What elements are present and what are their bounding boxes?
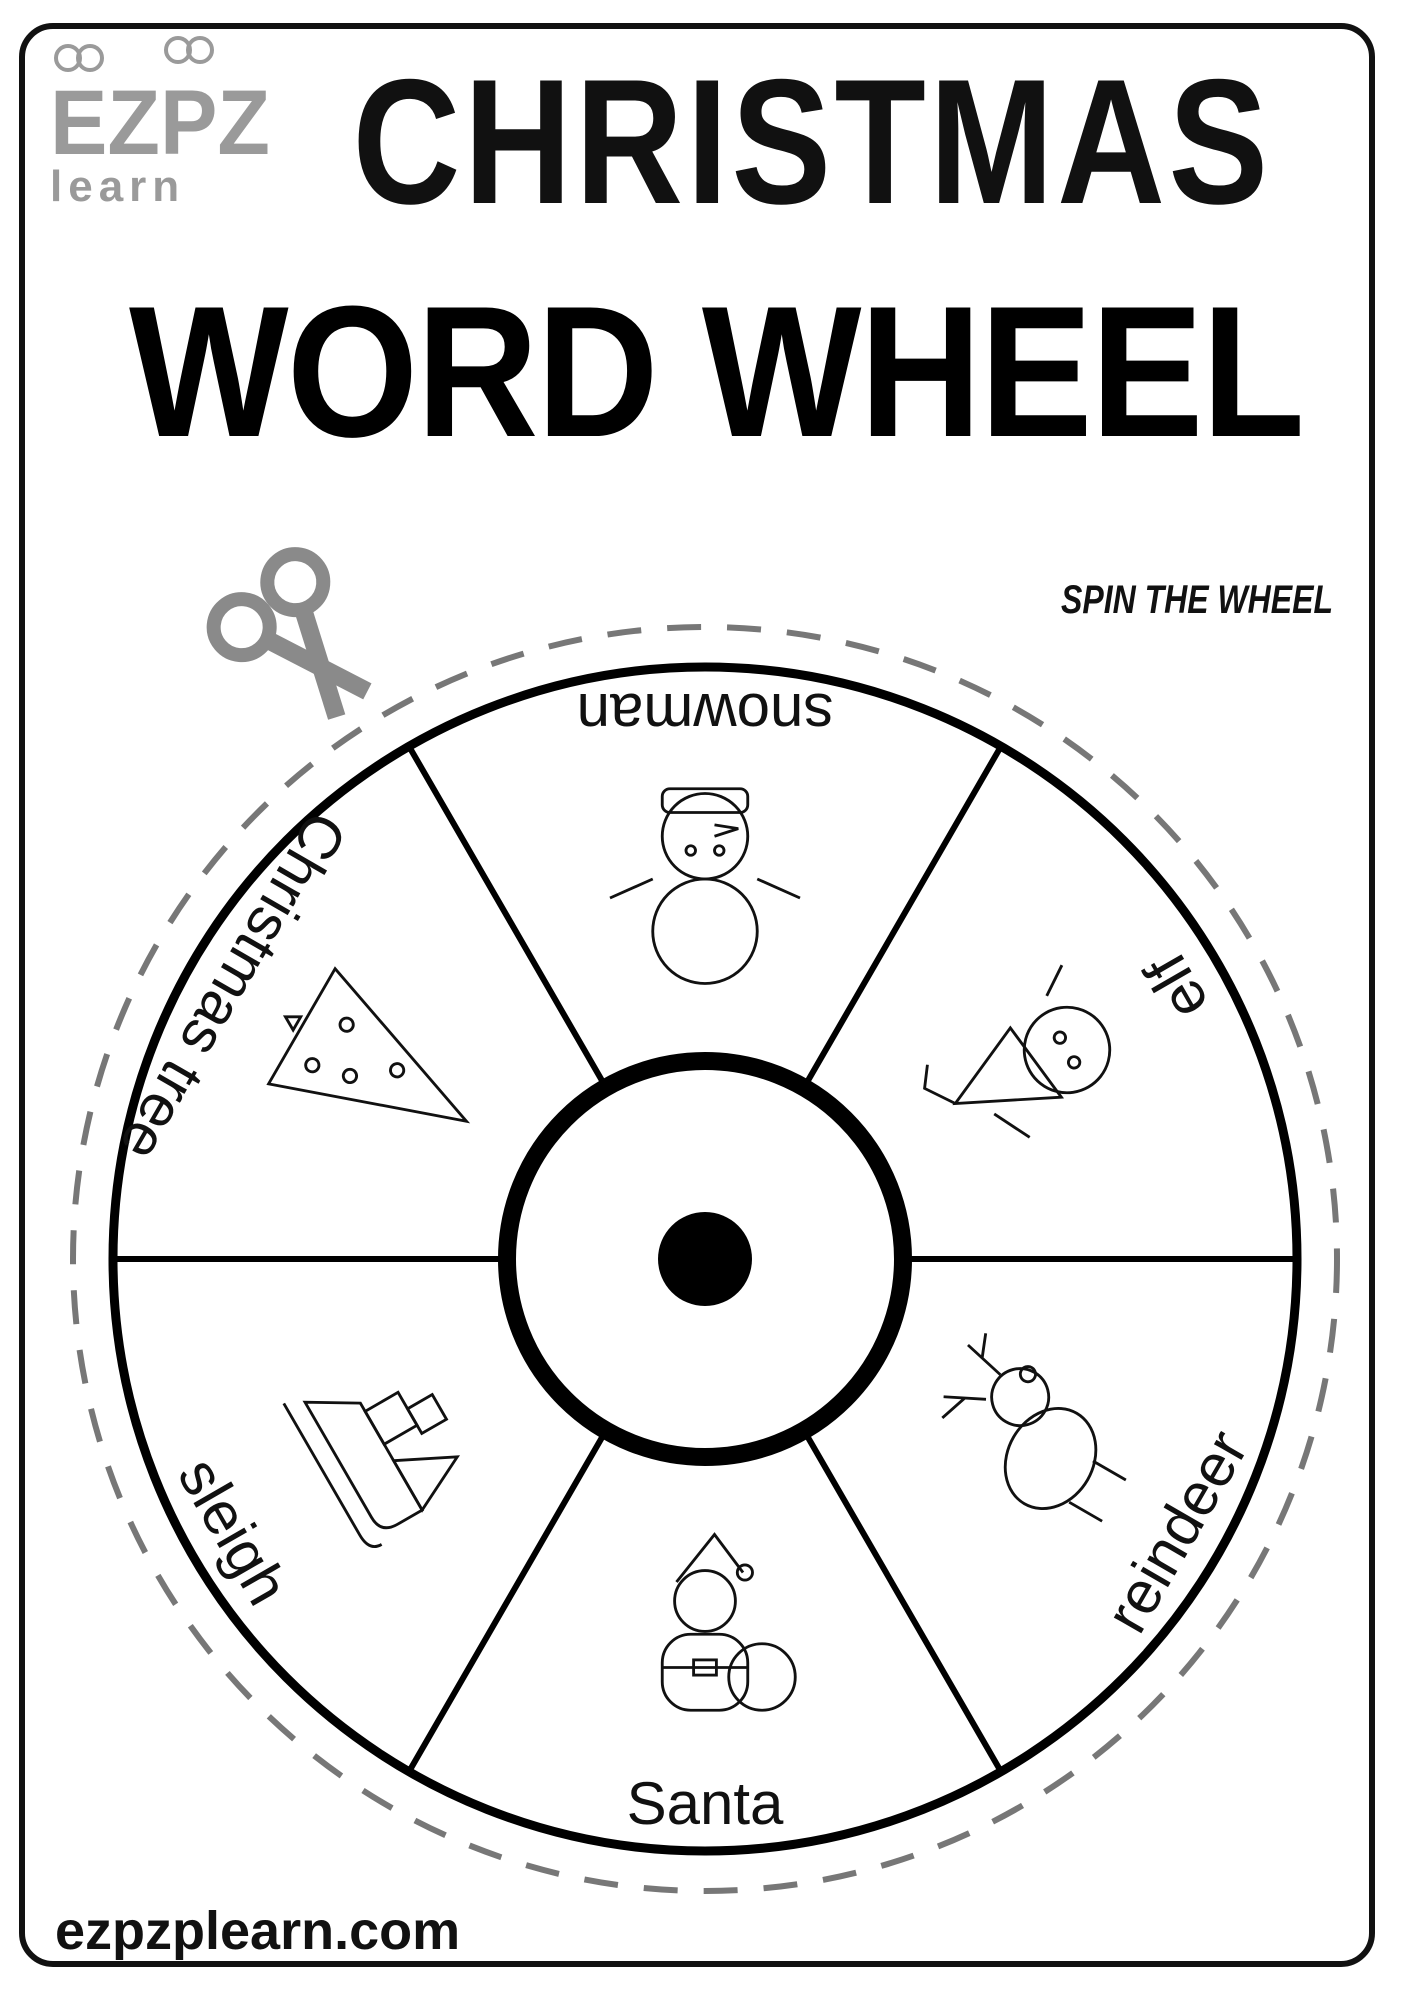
ezpz-learn-logo: EZPZ learn — [38, 36, 288, 206]
page-border — [19, 23, 1375, 1967]
segment-label: snowman — [577, 681, 834, 748]
scissors-icon — [206, 547, 372, 720]
reindeer-icon — [941, 1333, 1127, 1523]
spoke — [801, 1428, 1004, 1774]
segment-label: Santa — [627, 1770, 784, 1837]
spoke — [801, 744, 1004, 1090]
cut-line — [70, 624, 1340, 1894]
title-word-wheel: WORD WHEEL — [129, 267, 1305, 476]
wheel-segment-santa: Santa — [627, 1532, 797, 1837]
logo-ezpz-text: EZPZ — [50, 72, 270, 174]
elf-icon — [923, 964, 1112, 1139]
santa-icon — [660, 1532, 797, 1712]
title-christmas: CHRISTMAS — [352, 42, 1272, 241]
logo-learn-text: learn — [50, 162, 185, 206]
snowman-icon — [609, 787, 801, 985]
wheel-center-pin[interactable] — [658, 1212, 752, 1306]
sleigh-icon — [282, 1390, 461, 1548]
spoke — [406, 744, 609, 1090]
website-footer: ezpzplearn.com — [55, 1901, 461, 1961]
wheel-spokes — [113, 744, 1297, 1774]
spoke — [406, 1428, 609, 1774]
christmas-tree-icon — [266, 966, 471, 1124]
wheel-segment-snowman: snowman — [577, 681, 834, 985]
spin-instruction: SPIN THE WHEEL — [1061, 578, 1334, 622]
